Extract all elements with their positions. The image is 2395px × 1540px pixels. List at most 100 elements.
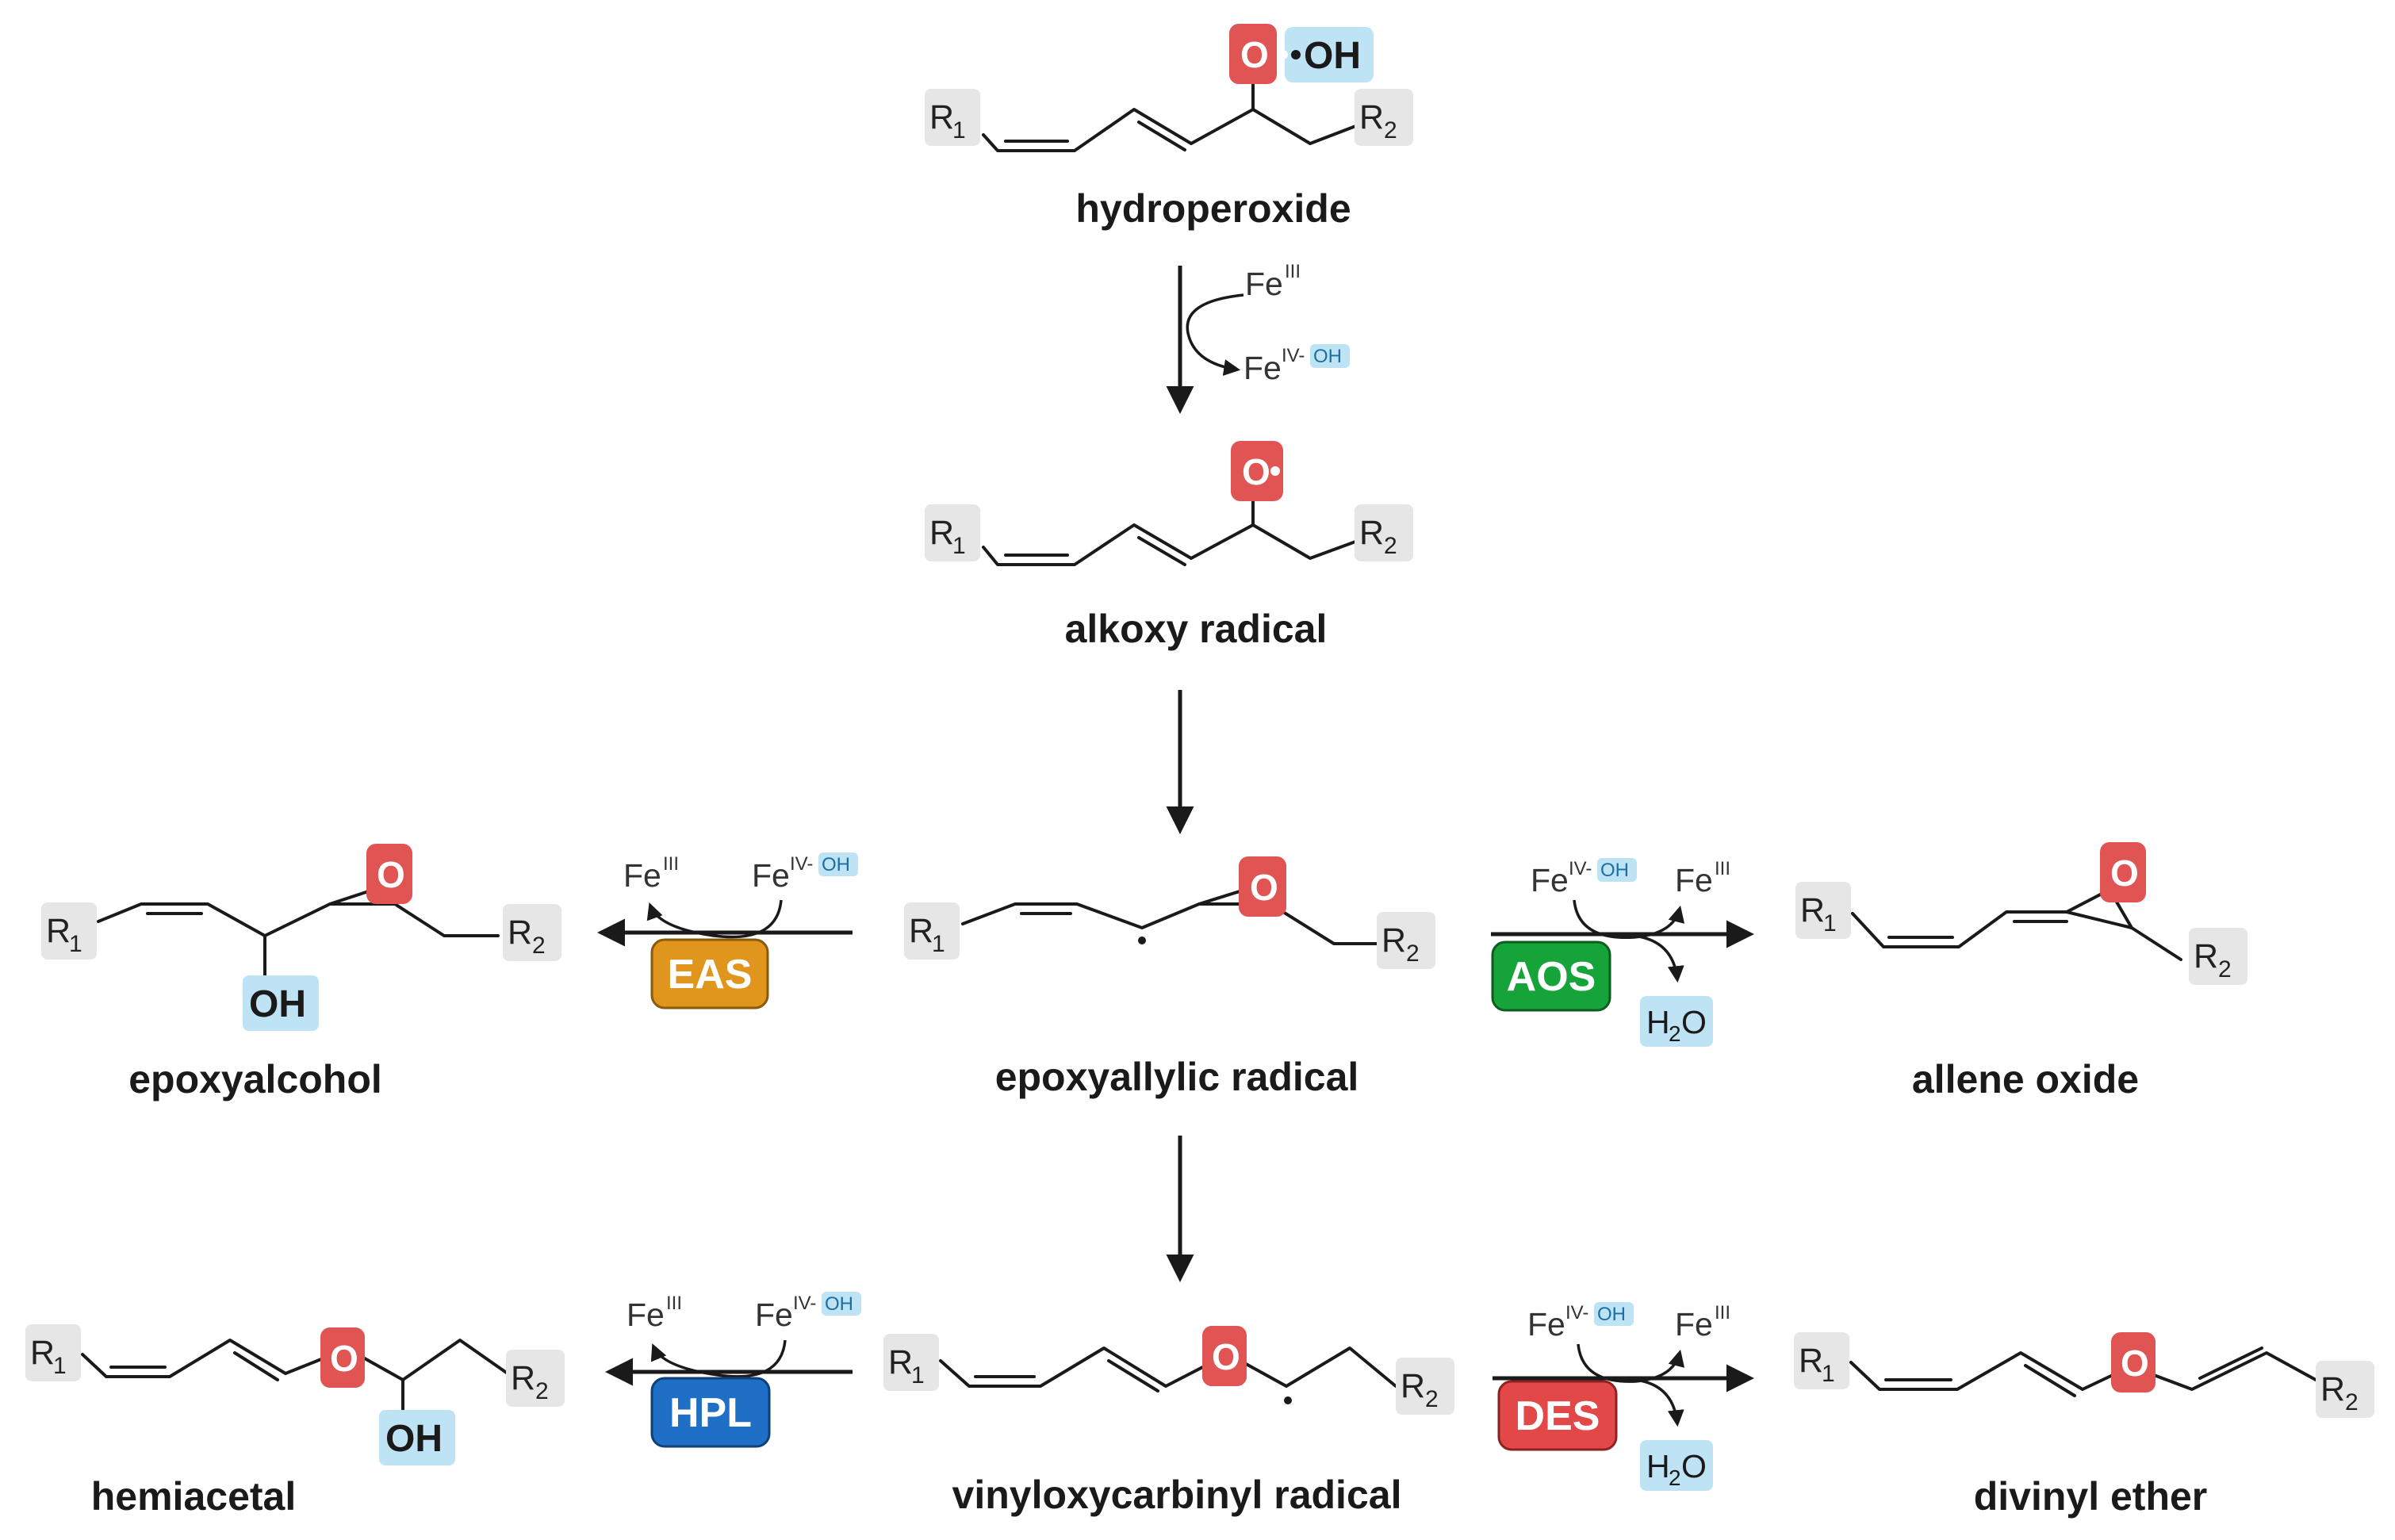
oxygen-atom: O bbox=[366, 844, 412, 904]
svg-text:R: R bbox=[1401, 1367, 1425, 1405]
hpl-step: Fe III Fe IV- OH HPL bbox=[605, 1292, 861, 1448]
svg-text:R: R bbox=[929, 514, 954, 552]
svg-text:O: O bbox=[1212, 1336, 1240, 1377]
water-byproduct: H 2 O bbox=[1640, 1440, 1713, 1491]
oxygen-atom: O bbox=[1231, 441, 1283, 501]
ferryl-iron: Fe IV- OH bbox=[1527, 1302, 1634, 1343]
svg-text:III: III bbox=[663, 853, 679, 875]
svg-text:R: R bbox=[511, 1359, 535, 1397]
svg-text:R: R bbox=[46, 912, 71, 950]
svg-text:R: R bbox=[1800, 891, 1825, 929]
svg-text:O: O bbox=[2121, 1343, 2149, 1384]
svg-text:R: R bbox=[888, 1343, 913, 1381]
svg-text:1: 1 bbox=[1823, 910, 1837, 937]
svg-text:1: 1 bbox=[952, 533, 966, 559]
ferryl-iron: Fe IV- OH bbox=[752, 852, 858, 894]
epoxyalcohol-label: epoxyalcohol bbox=[128, 1057, 382, 1101]
oxygen-atom: O bbox=[320, 1327, 365, 1388]
epoxyallylic-radical-label: epoxyallylic radical bbox=[995, 1055, 1359, 1099]
svg-text:1: 1 bbox=[932, 931, 945, 957]
r1-group: R 1 bbox=[41, 902, 97, 960]
hpl-enzyme-badge: HPL bbox=[650, 1377, 771, 1448]
epoxyallylic-radical-structure: R 1 O R 2 bbox=[904, 856, 1435, 969]
r1-group: R 1 bbox=[1794, 1332, 1849, 1389]
des-step: Fe IV- OH Fe III DES H 2 O bbox=[1493, 1302, 1754, 1491]
svg-text:Fe: Fe bbox=[752, 857, 790, 894]
svg-text:IV-: IV- bbox=[793, 1293, 816, 1314]
allene-oxide-label: allene oxide bbox=[1912, 1057, 2139, 1101]
ferric-iron: Fe III bbox=[1245, 261, 1301, 302]
svg-text:Fe: Fe bbox=[1675, 862, 1713, 898]
svg-text:Fe: Fe bbox=[1245, 266, 1283, 302]
step-arrow-1: Fe III Fe IV- OH bbox=[1166, 261, 1350, 414]
svg-text:Fe: Fe bbox=[1243, 350, 1282, 386]
svg-text:OH: OH bbox=[249, 983, 306, 1025]
svg-text:IV-: IV- bbox=[1282, 345, 1305, 366]
svg-text:R: R bbox=[1359, 98, 1384, 136]
eas-enzyme-badge: EAS bbox=[650, 938, 769, 1009]
r1-group: R 1 bbox=[904, 902, 960, 960]
svg-text:R: R bbox=[929, 98, 954, 136]
svg-text:1: 1 bbox=[952, 117, 966, 144]
svg-text:O: O bbox=[2110, 852, 2139, 894]
svg-text:Fe: Fe bbox=[627, 1297, 665, 1333]
aos-enzyme-badge: AOS bbox=[1491, 940, 1611, 1012]
svg-text:R: R bbox=[508, 914, 532, 952]
ferric-iron: Fe III bbox=[627, 1293, 682, 1333]
hydroperoxide-structure: R 1 R 2 O OH bbox=[925, 24, 1413, 152]
svg-text:R: R bbox=[30, 1334, 55, 1372]
hydroxyl-group: OH bbox=[379, 1410, 455, 1465]
svg-text:2: 2 bbox=[1406, 940, 1420, 967]
svg-text:OH: OH bbox=[385, 1418, 443, 1460]
svg-text:H: H bbox=[1646, 1004, 1670, 1040]
r2-group: R 2 bbox=[1396, 1358, 1454, 1415]
svg-text:2: 2 bbox=[1669, 1465, 1681, 1490]
allene-oxide-structure: R 1 O R 2 bbox=[1795, 842, 2247, 985]
r2-group: R 2 bbox=[2189, 928, 2247, 985]
svg-text:O: O bbox=[330, 1338, 358, 1379]
svg-text:2: 2 bbox=[2218, 956, 2232, 983]
svg-text:2: 2 bbox=[1669, 1021, 1681, 1046]
svg-text:1: 1 bbox=[1822, 1361, 1835, 1387]
svg-text:R: R bbox=[1381, 921, 1406, 960]
svg-text:IV-: IV- bbox=[1565, 1302, 1588, 1324]
svg-text:2: 2 bbox=[1425, 1386, 1439, 1412]
svg-text:Fe: Fe bbox=[1675, 1306, 1713, 1343]
svg-text:O: O bbox=[1240, 34, 1269, 75]
epoxyalcohol-structure: R 1 O OH R 2 bbox=[41, 844, 561, 1031]
r2-group: R 2 bbox=[506, 1350, 565, 1407]
oxygen-atom: O bbox=[1202, 1326, 1247, 1386]
vinyloxycarbinyl-radical-label: vinyloxycarbinyl radical bbox=[952, 1473, 1402, 1517]
svg-text:DES: DES bbox=[1516, 1393, 1600, 1439]
svg-text:O: O bbox=[1242, 451, 1270, 492]
ferryl-iron: Fe IV- OH bbox=[755, 1292, 861, 1333]
hydroperoxide-label: hydroperoxide bbox=[1075, 186, 1351, 231]
svg-text:OH: OH bbox=[1313, 346, 1342, 367]
svg-text:R: R bbox=[909, 912, 933, 950]
r1-group: R 1 bbox=[1795, 882, 1851, 939]
svg-text:Fe: Fe bbox=[1531, 862, 1569, 898]
svg-text:R: R bbox=[1799, 1342, 1823, 1380]
des-enzyme-badge: DES bbox=[1497, 1380, 1618, 1451]
svg-text:OH: OH bbox=[1597, 1304, 1626, 1325]
svg-text:III: III bbox=[1285, 261, 1301, 282]
water-byproduct: H 2 O bbox=[1640, 996, 1713, 1047]
svg-text:1: 1 bbox=[69, 931, 82, 957]
svg-text:2: 2 bbox=[1384, 117, 1397, 144]
svg-text:EAS: EAS bbox=[668, 952, 753, 998]
svg-text:III: III bbox=[1715, 1302, 1730, 1324]
svg-text:2: 2 bbox=[532, 933, 546, 959]
hemiacetal-label: hemiacetal bbox=[91, 1474, 296, 1519]
ferric-iron: Fe III bbox=[623, 853, 679, 894]
svg-text:O: O bbox=[1681, 1004, 1707, 1040]
svg-text:AOS: AOS bbox=[1507, 954, 1596, 1000]
vinyloxycarbinyl-radical-structure: R 1 O R 2 bbox=[883, 1326, 1454, 1415]
svg-text:O: O bbox=[377, 854, 405, 895]
r1-group: R 1 bbox=[883, 1334, 939, 1391]
svg-text:OH: OH bbox=[822, 854, 850, 875]
hydroxyl-label: OH bbox=[1304, 35, 1361, 77]
r1-group: R 1 bbox=[25, 1324, 81, 1381]
r2-group: R 2 bbox=[1377, 912, 1435, 969]
divinyl-ether-structure: R 1 O R 2 bbox=[1794, 1332, 2374, 1418]
